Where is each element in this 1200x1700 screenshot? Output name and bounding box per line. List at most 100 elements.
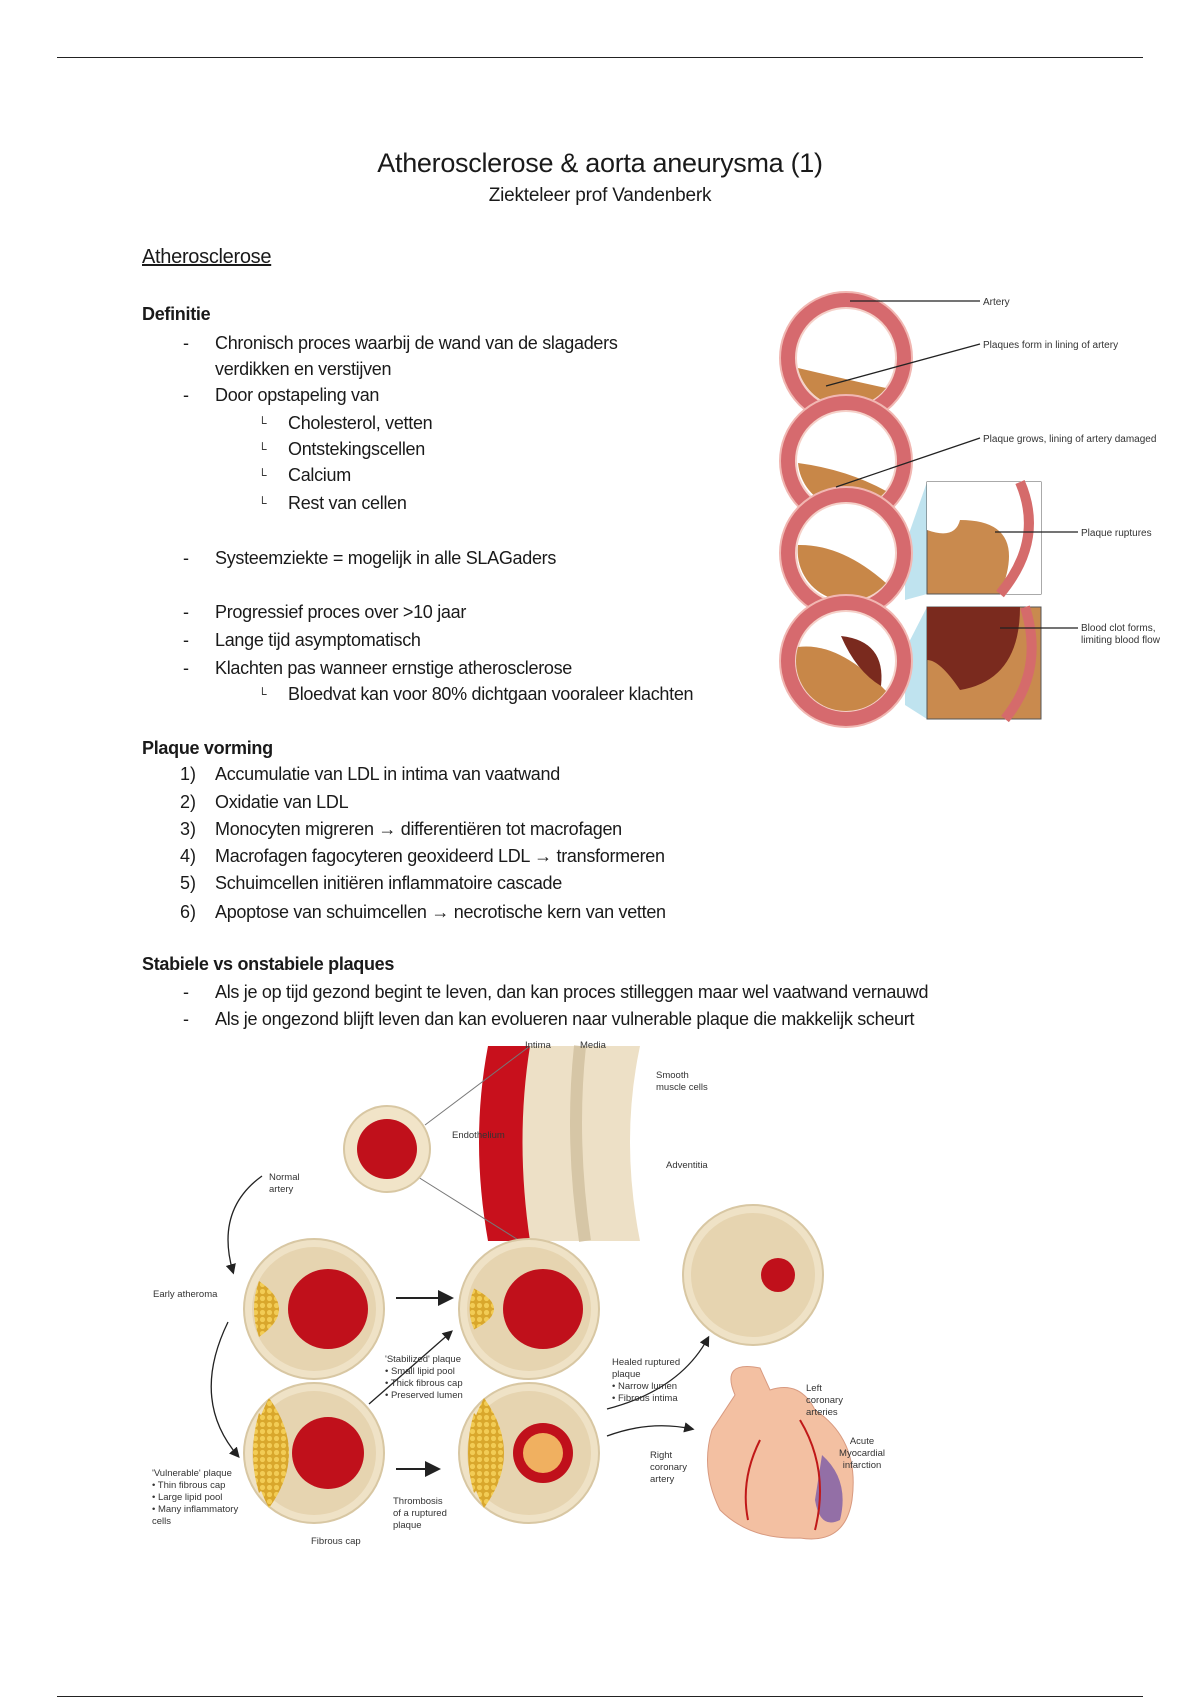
list-marker: └ [258,416,267,430]
label-smooth-muscle: Smooth [656,1070,689,1081]
list-item: Chronisch proces waarbij de wand van de … [215,333,618,353]
list-marker: 6) [180,902,197,922]
list-marker: └ [258,442,267,456]
stabiel-heading: Stabiele vs onstabiele plaques [142,954,395,974]
label-artery: Artery [983,297,1010,308]
label-vulnerable-plaque: • Large lipid pool [152,1492,222,1503]
list-marker: └ [258,496,267,510]
list-item: Systeemziekte = mogelijk in alle SLAGade… [215,548,557,568]
label-early-atheroma: Early atheroma [153,1289,218,1300]
list-marker: - [183,982,189,1002]
list-marker: - [183,630,189,650]
arrows [210,1175,710,1477]
artery-cross-sections [779,291,1042,728]
list-item: Oxidatie van LDL [215,792,349,812]
list-marker: └ [258,468,267,482]
label-thrombosis: plaque [393,1520,422,1531]
label-stabilized-plaque: • Thick fibrous cap [385,1378,463,1389]
healed-artery [682,1204,824,1346]
list-item: Als je op tijd gezond begint te leven, d… [215,982,929,1002]
label-acute-mi: infarction [843,1460,882,1471]
list-marker: - [183,602,189,622]
label-fibrous-cap: Fibrous cap [311,1536,361,1547]
label-acute-mi: Acute [850,1436,874,1447]
label-healed-plaque: • Narrow lumen [612,1381,677,1392]
list-marker: - [183,333,189,353]
artery-ring [779,486,913,620]
page-title: Atherosclerose & aorta aneurysma (1) [377,148,823,178]
label-vulnerable-plaque: • Thin fibrous cap [152,1480,225,1491]
normal-artery [343,1105,431,1193]
artery-cross-section [458,1382,600,1524]
list-item: Lange tijd asymptomatisch [215,630,421,650]
label-normal-artery: Normal [269,1172,300,1183]
label-stabilized-plaque: • Small lipid pool [385,1366,455,1377]
list-marker: - [183,548,189,568]
label-vulnerable-plaque: 'Vulnerable' plaque [152,1468,232,1479]
list-marker: 4) [180,846,197,866]
wall-section [409,1045,640,1242]
label-thrombosis: of a ruptured [393,1508,447,1519]
list-item: Rest van cellen [288,493,407,513]
label-left-coronary: Left [806,1383,822,1394]
label-healed-plaque: Healed ruptured [612,1357,680,1368]
plaque-vorming-heading: Plaque vorming [142,738,273,758]
page-subtitle: Ziekteleer prof Vandenberk [488,185,712,206]
bottom-rule [57,1696,1143,1697]
list-item: Door opstapeling van [215,385,380,405]
list-marker: - [183,385,189,405]
label-plaques-form: Plaques form in lining of artery [983,340,1118,351]
list-item: Monocyten migreren → differentiëren tot … [215,819,622,839]
label-blood-clot-2: limiting blood flow [1081,635,1161,646]
top-rule [57,57,1143,58]
list-item: Klachten pas wanneer ernstige atheroscle… [215,658,573,678]
list-item: Schuimcellen initiëren inflammatoire cas… [215,873,562,893]
section-heading: Atherosclerose [142,246,272,268]
label-left-coronary: coronary [806,1395,843,1406]
label-vulnerable-plaque: cells [152,1516,171,1527]
label-media: Media [580,1040,607,1051]
artery-cross-section [243,1382,385,1524]
label-endothelium: Endothelium [452,1130,505,1141]
label-stabilized-plaque: 'Stabilized' plaque [385,1354,461,1365]
list-marker: └ [258,687,267,701]
artery-ring [779,291,913,425]
list-item: Accumulatie van LDL in intima van vaatwa… [215,764,560,784]
list-item: Cholesterol, vetten [288,413,433,433]
artery-ring [779,594,913,728]
definitie-heading: Definitie [142,304,211,324]
label-adventitia: Adventitia [666,1160,708,1171]
label-plaque-ruptures: Plaque ruptures [1081,528,1152,539]
label-intima: Intima [525,1040,552,1051]
list-marker: 2) [180,792,197,812]
list-item: verdikken en verstijven [215,359,392,379]
label-healed-plaque: • Fibrous intima [612,1393,678,1404]
list-item: Progressief proces over >10 jaar [215,602,467,622]
list-item: Macrofagen fagocyteren geoxideerd LDL → … [215,846,665,866]
list-marker: - [183,1009,189,1029]
list-marker: 5) [180,873,197,893]
list-item: Calcium [288,465,351,485]
leader-lines [825,300,1078,629]
list-marker: 3) [180,819,197,839]
label-left-coronary: arteries [806,1407,838,1418]
label-healed-plaque: plaque [612,1369,641,1380]
artery-cross-section [243,1238,385,1380]
list-marker: 1) [180,764,197,784]
label-right-coronary: Right [650,1450,673,1461]
artery-cross-section [458,1238,600,1380]
label-right-coronary: artery [650,1474,675,1485]
label-normal-artery: artery [269,1184,294,1195]
list-item: Bloedvat kan voor 80% dichtgaan vooralee… [288,684,694,704]
label-thrombosis: Thrombosis [393,1496,443,1507]
list-item: Als je ongezond blijft leven dan kan evo… [215,1009,915,1029]
label-right-coronary: coronary [650,1462,687,1473]
heart [707,1366,854,1540]
list-marker: - [183,658,189,678]
label-plaque-grows: Plaque grows, lining of artery damaged [983,434,1156,445]
list-item: Ontstekingscellen [288,439,425,459]
label-blood-clot-1: Blood clot forms, [1081,623,1155,634]
label-stabilized-plaque: • Preserved lumen [385,1390,463,1401]
